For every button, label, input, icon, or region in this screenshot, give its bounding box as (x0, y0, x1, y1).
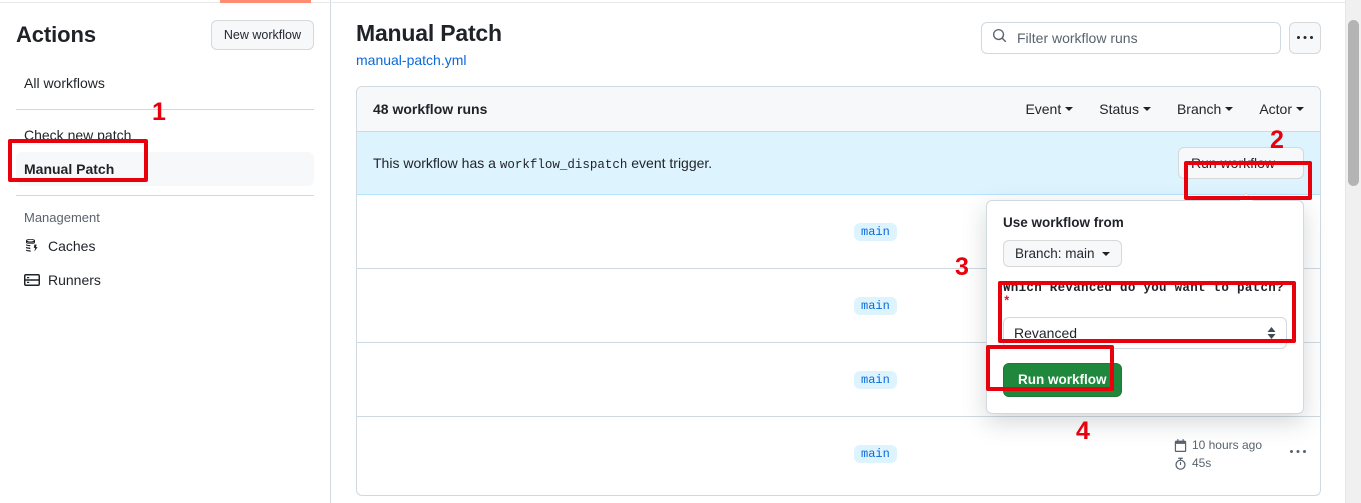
dispatch-text-after: event trigger. (631, 154, 713, 171)
header-actions (981, 22, 1321, 54)
run-workflow-button-label: Run workflow (1190, 155, 1275, 171)
workflow-dispatch-banner: This workflow has a workflow_dispatch ev… (357, 132, 1320, 195)
filter-event[interactable]: Event (1025, 101, 1074, 117)
sidebar-item-caches[interactable]: Caches (16, 229, 314, 263)
search-input-wrapper[interactable] (981, 22, 1281, 54)
panel-arrow (1240, 193, 1254, 201)
run-timestamp: 10 hours ago (1174, 438, 1262, 452)
stepper-icon (1267, 327, 1276, 339)
sidebar-item-check-new-patch[interactable]: Check new patch (16, 118, 314, 152)
workflow-runs-count: 48 workflow runs (373, 101, 488, 117)
sidebar-item-label: All workflows (24, 75, 105, 91)
chevron-down-icon (1225, 107, 1234, 111)
filter-branch[interactable]: Branch (1176, 101, 1234, 117)
runs-filter-group: Event Status Branch Actor (1025, 101, 1304, 117)
revanced-select[interactable]: Revanced (1003, 317, 1287, 349)
workflow-heading: Manual Patch manual-patch.yml (356, 18, 502, 68)
server-icon (24, 272, 40, 288)
workflow-input-label-text: Which Revanced do you want to patch? (1003, 281, 1284, 295)
run-workflow-dropdown-button[interactable]: Run workflow (1177, 147, 1304, 179)
sidebar-item-label: Caches (48, 238, 96, 254)
new-workflow-button[interactable]: New workflow (210, 20, 314, 50)
filter-status[interactable]: Status (1099, 101, 1151, 117)
use-workflow-from-label: Use workflow from (1003, 215, 1124, 230)
top-hairline (0, 2, 1345, 3)
chevron-down-icon (1296, 107, 1304, 111)
more-options-button[interactable] (1289, 22, 1321, 54)
required-asterisk: * (1003, 295, 1011, 309)
sidebar-item-runners[interactable]: Runners (16, 263, 314, 297)
table-row[interactable]: main 10 hours ago 45s (357, 417, 1320, 491)
run-timestamp-text: 10 hours ago (1191, 438, 1262, 452)
page-scrollbar-thumb[interactable] (1348, 20, 1359, 186)
sidebar-item-all-workflows[interactable]: All workflows (16, 66, 314, 100)
branch-selector-label: Branch: main (1015, 246, 1095, 261)
filter-actor[interactable]: Actor (1259, 101, 1304, 117)
branch-badge[interactable]: main (854, 222, 897, 241)
chevron-down-icon (1065, 107, 1074, 111)
workflow-input-section: Which Revanced do you want to patch? * R… (987, 267, 1303, 349)
dispatch-banner-text: This workflow has a workflow_dispatch ev… (373, 155, 712, 172)
chevron-down-icon (1101, 251, 1110, 256)
submit-section: Run workflow (987, 349, 1303, 413)
page-title: Actions (16, 22, 96, 47)
branch-badge[interactable]: main (854, 296, 897, 315)
sidebar-divider-2 (16, 195, 314, 196)
sidebar-item-manual-patch[interactable]: Manual Patch (8, 152, 314, 186)
table-row[interactable]: main (357, 195, 1320, 269)
calendar-icon (1174, 438, 1187, 452)
sidebar-item-label: Manual Patch (24, 161, 115, 177)
filter-label: Branch (1176, 101, 1222, 117)
filter-label: Event (1025, 101, 1062, 117)
chevron-down-icon (1283, 161, 1291, 165)
page-load-progress-bar (220, 0, 311, 3)
branch-selector-button[interactable]: Branch: main (1003, 240, 1122, 267)
dispatch-text-before: This workflow has a (373, 154, 496, 171)
sidebar-item-label: Runners (48, 272, 101, 288)
chevron-down-icon (1142, 107, 1151, 111)
cache-icon (24, 238, 40, 254)
main-content: Manual Patch manual-patch.yml (330, 0, 1345, 503)
sidebar-group-management: Management (24, 210, 100, 225)
main-header: Manual Patch manual-patch.yml (356, 18, 1321, 68)
run-workflow-dropdown-panel: Use workflow from Branch: main Which Rev… (986, 200, 1304, 414)
run-duration-text: 45s (1191, 456, 1212, 470)
workflow-input-label: Which Revanced do you want to patch? * (1003, 281, 1287, 309)
search-icon (992, 28, 1007, 48)
submit-run-workflow-button[interactable]: Run workflow (1003, 363, 1122, 397)
revanced-select-value: Revanced (1014, 325, 1078, 341)
branch-badge[interactable]: main (854, 445, 897, 463)
dispatch-event-code: workflow_dispatch (499, 157, 628, 172)
sidebar-item-label: Check new patch (24, 127, 132, 143)
run-meta: 10 hours ago 45s (1174, 438, 1262, 470)
workflow-file-link[interactable]: manual-patch.yml (356, 52, 467, 68)
stopwatch-icon (1175, 457, 1186, 470)
actions-sidebar: Actions New workflow All workflows Check… (0, 0, 330, 503)
use-workflow-from-section: Use workflow from Branch: main (987, 201, 1303, 267)
run-duration: 45s (1174, 456, 1211, 470)
branch-badge[interactable]: main (854, 370, 897, 389)
row-more-options-button[interactable] (1290, 444, 1306, 465)
page-scrollbar-track[interactable] (1345, 0, 1361, 503)
workflow-title: Manual Patch (356, 20, 502, 46)
table-row[interactable]: main (357, 269, 1320, 343)
sidebar-vertical-divider (330, 0, 331, 503)
filter-label: Actor (1259, 101, 1292, 117)
workflow-runs-panel: 48 workflow runs Event Status Branch (356, 86, 1321, 496)
filter-label: Status (1099, 101, 1139, 117)
workflow-nav-list: All workflows Check new patch Manual Pat… (8, 66, 314, 297)
workflow-runs-header: 48 workflow runs Event Status Branch (357, 87, 1320, 132)
sidebar-divider-1 (16, 109, 314, 110)
sidebar-header: Actions New workflow (16, 0, 314, 50)
search-input[interactable] (1015, 29, 1270, 47)
